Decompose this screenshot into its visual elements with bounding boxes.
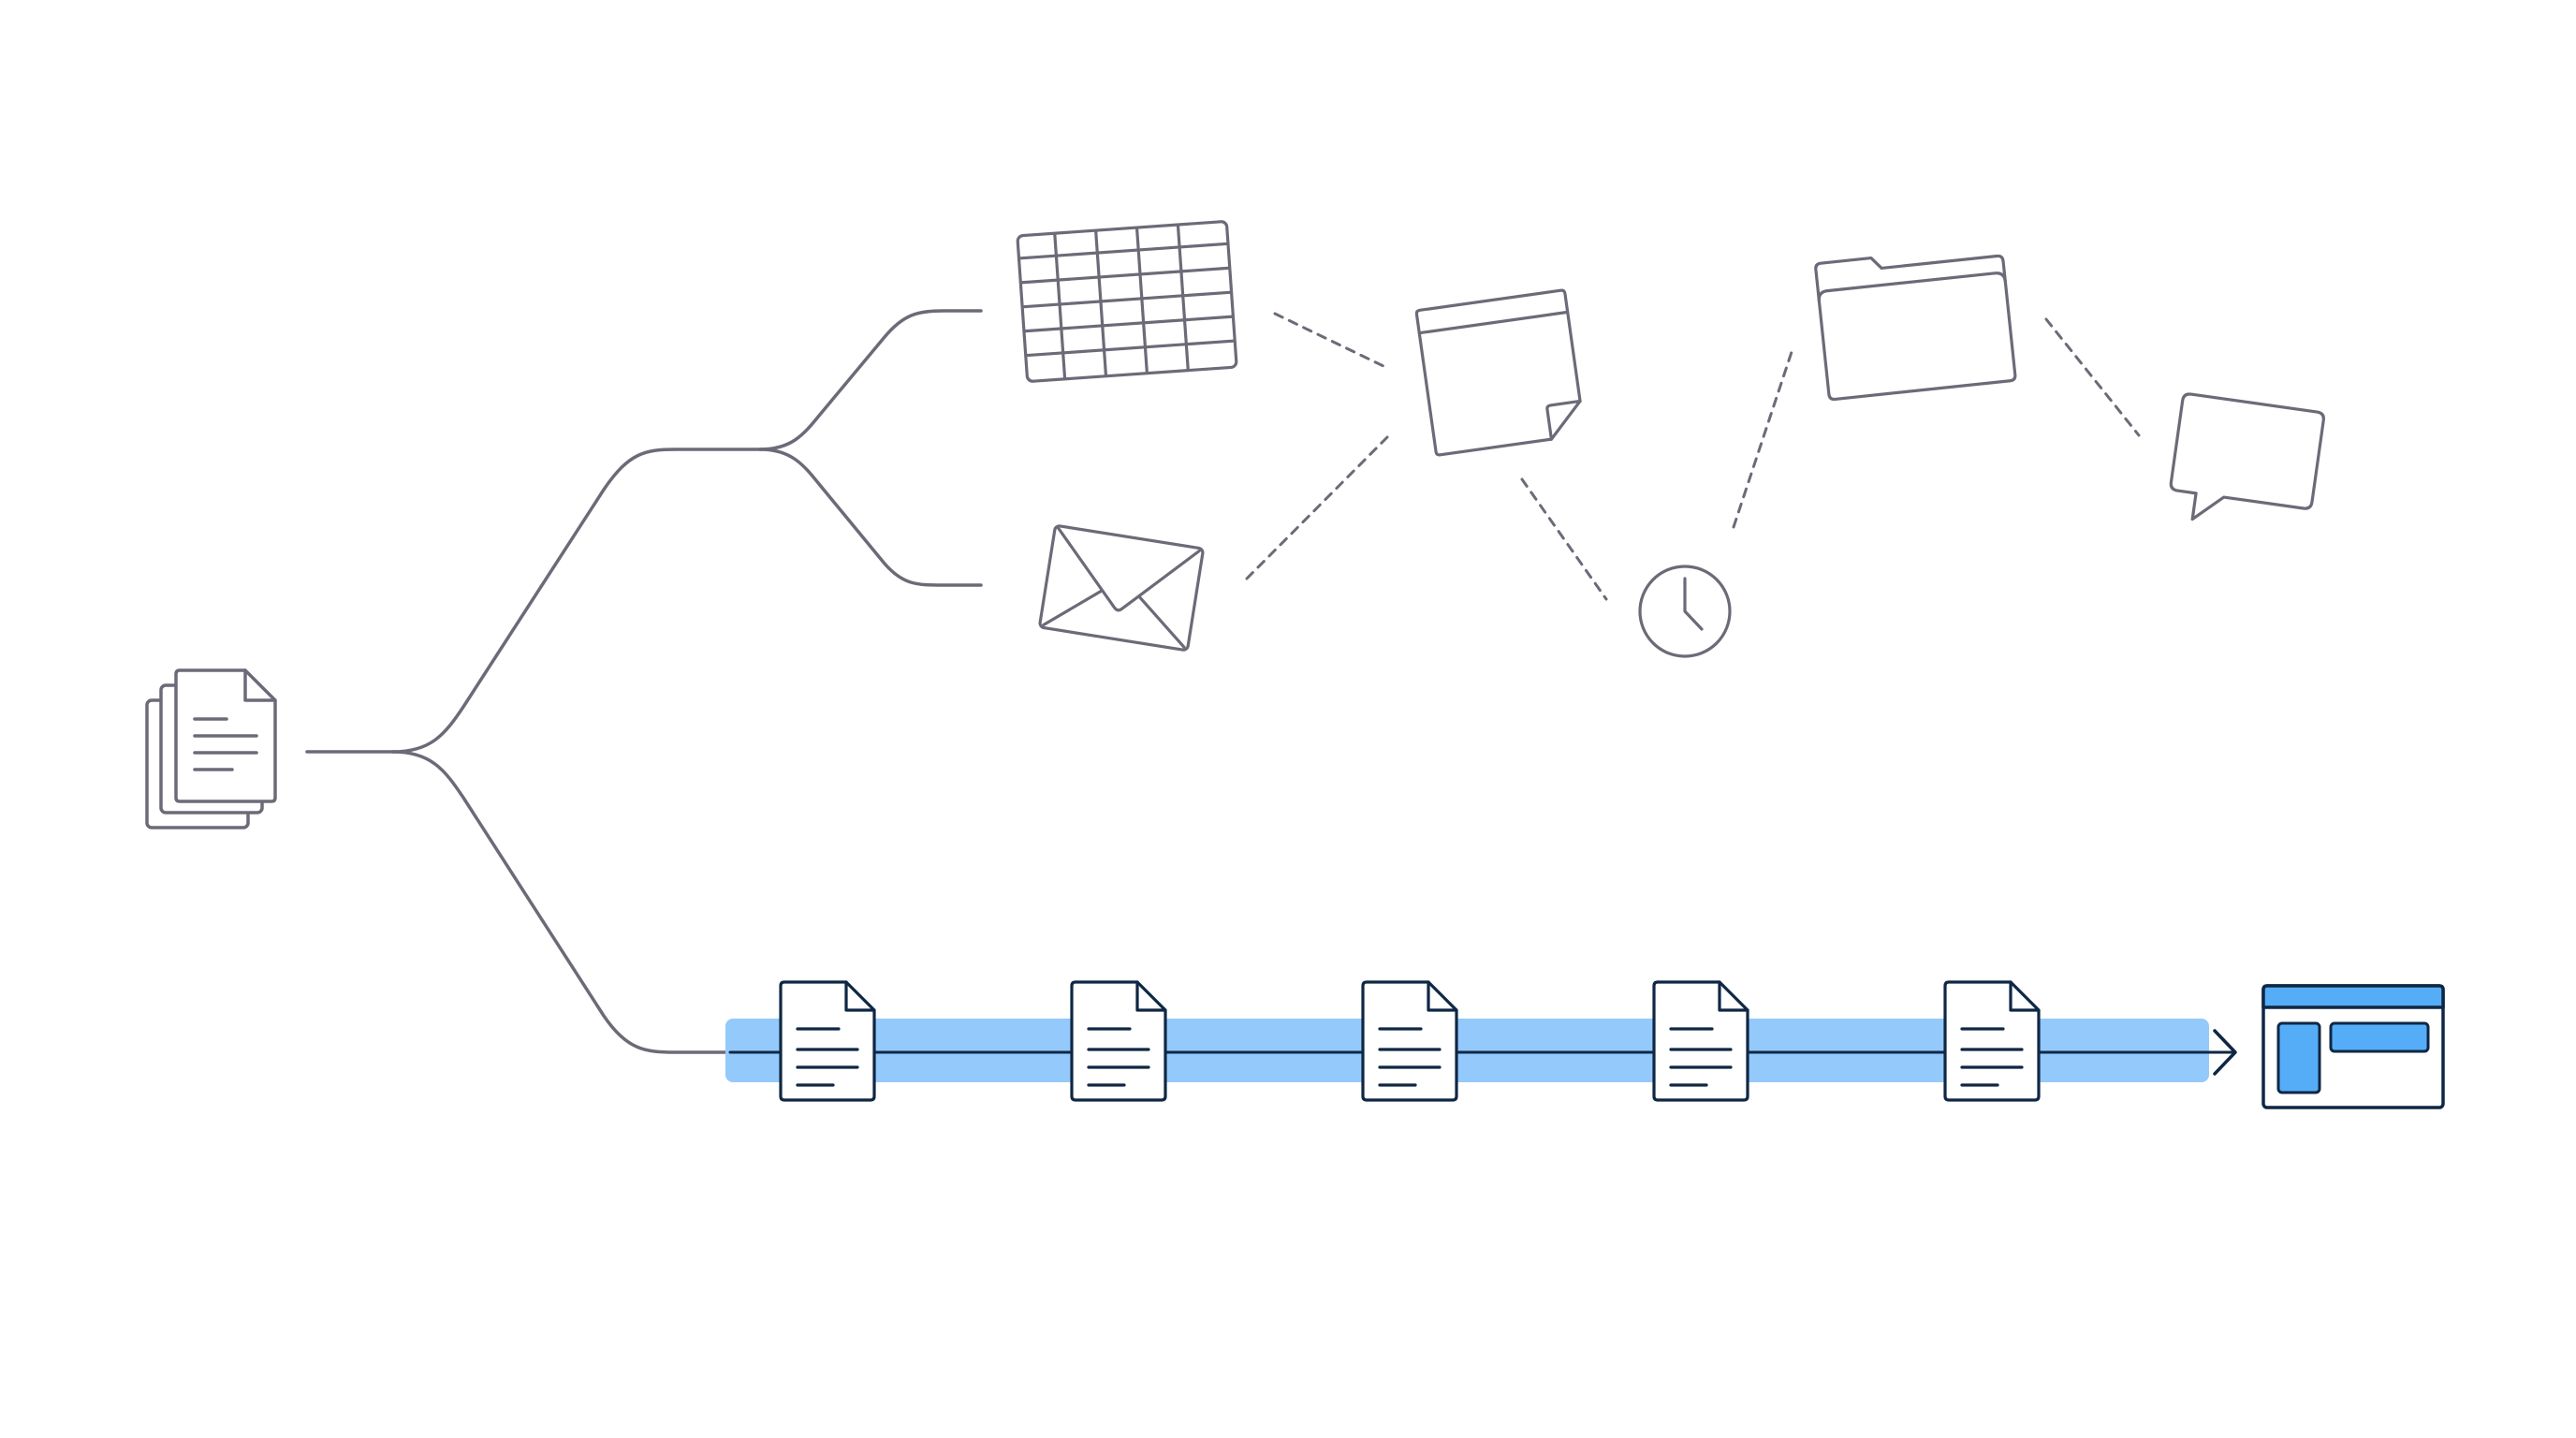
document-page [1361, 980, 1458, 1102]
branch-lines [305, 309, 983, 1054]
lower-branch-line [391, 750, 732, 1054]
document-page [1070, 980, 1167, 1102]
document-stack-icon [145, 668, 277, 829]
sticky-note-icon [1414, 288, 1582, 457]
document-icon [1943, 980, 2041, 1102]
dashboard-top-panel [2329, 1021, 2430, 1053]
spreadsheet-icon [1016, 220, 1238, 383]
dashed-connector-clock-folder [1732, 345, 1795, 529]
dashed-connector-envelope-note [1245, 435, 1389, 580]
speech-bubble-icon [2169, 392, 2325, 521]
document-page [1652, 980, 1749, 1102]
dashboard-title-bar [2261, 984, 2445, 1009]
document-fold [2009, 980, 2041, 1012]
stack-front-fold [243, 668, 277, 702]
dashboard-side-panel [2276, 1021, 2321, 1094]
document-icon [1361, 980, 1458, 1102]
document-fold [1427, 980, 1458, 1012]
document-fold [1718, 980, 1749, 1012]
dashboard-window-icon [2261, 984, 2445, 1109]
dashed-connector-spreadsheet-note [1273, 312, 1389, 370]
document-icon [1652, 980, 1749, 1102]
document-page [779, 980, 876, 1102]
dashed-connector-folder-bubble [2044, 317, 2141, 437]
dashed-connectors [1245, 312, 2141, 601]
envelope-branch-line [758, 448, 983, 587]
stack-text-lines [193, 717, 258, 771]
folder-icon [1814, 254, 2017, 402]
pipeline-documents [779, 980, 2041, 1102]
document-fold [844, 980, 876, 1012]
dashed-connector-note-clock [1520, 477, 1608, 601]
clock-icon [1638, 565, 1732, 658]
envelope-icon [1038, 524, 1205, 652]
document-page [1943, 980, 2041, 1102]
document-fold [1135, 980, 1167, 1012]
document-icon [779, 980, 876, 1102]
upper-branch-line [391, 448, 762, 754]
document-icon [1070, 980, 1167, 1102]
arrow-head-icon [2213, 1029, 2237, 1076]
spreadsheet-branch-line [758, 309, 983, 451]
